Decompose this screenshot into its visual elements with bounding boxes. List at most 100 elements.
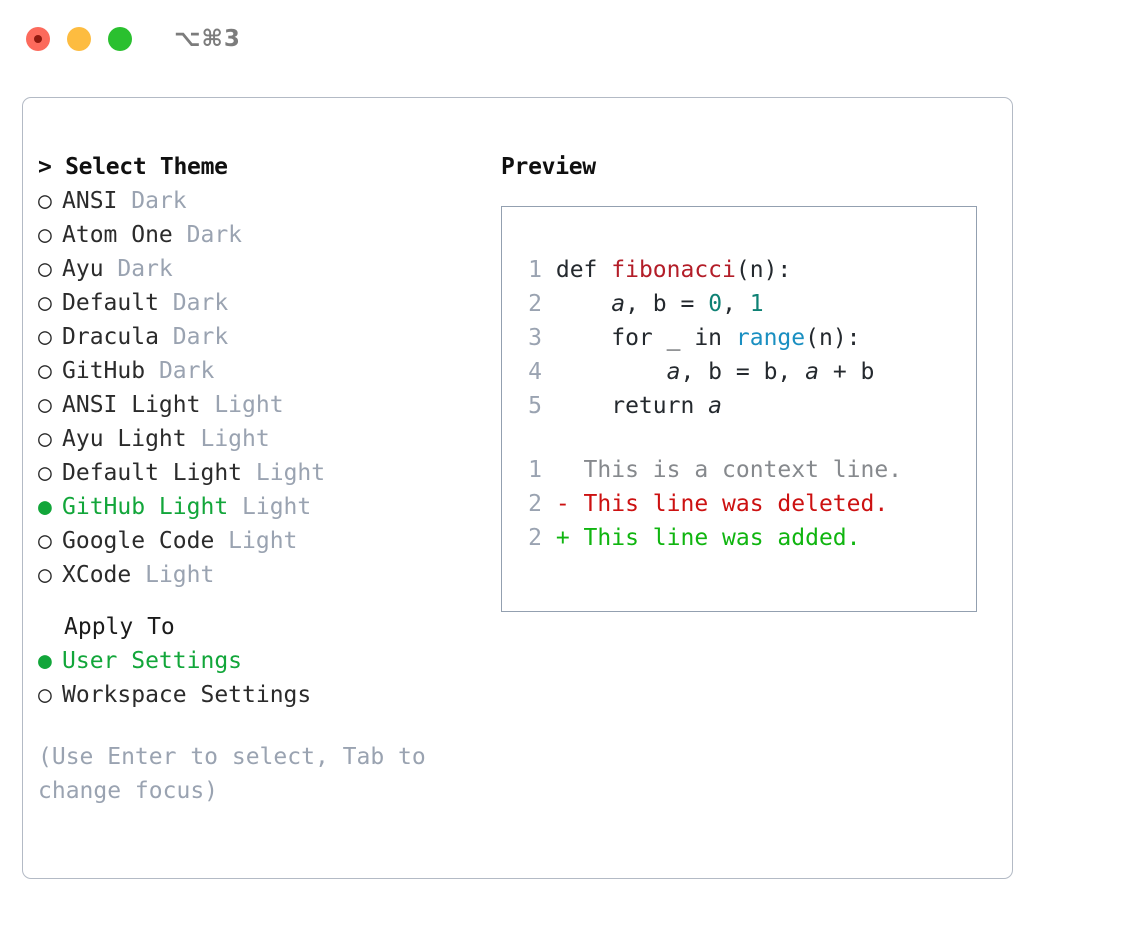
line-number: 1 [528, 457, 542, 483]
theme-variant-tag: Dark [172, 324, 229, 350]
apply-to-option-user-settings[interactable]: ● User Settings [38, 644, 498, 678]
theme-option-label: GitHub Light [62, 494, 243, 520]
theme-variant-tag: Light [255, 460, 326, 486]
theme-option-label: ANSI Light [62, 392, 215, 418]
radio-unselected-icon: ○ [38, 426, 52, 452]
line-number: 4 [528, 359, 542, 385]
radio-unselected-icon: ○ [38, 562, 52, 588]
theme-variant-tag: Light [228, 528, 298, 554]
keyboard-shortcut-label: ⌥⌘3 [174, 26, 241, 52]
radio-unselected-icon: ○ [38, 528, 52, 554]
diff-text: This is a context line. [583, 457, 903, 483]
theme-option-ansi[interactable]: ○ANSI Dark [38, 184, 498, 218]
theme-option-label: Default [62, 290, 173, 316]
main-panel: > Select Theme ○ANSI Dark○Atom One Dark○… [22, 97, 1013, 879]
theme-option-label: XCode [62, 562, 146, 588]
theme-option-github[interactable]: ○GitHub Dark [38, 354, 498, 388]
theme-variant-tag: Light [200, 426, 270, 452]
diff-line-deleted: 2 - This line was deleted. [520, 487, 902, 521]
theme-option-label: Dracula [62, 324, 173, 350]
code-line: 2 a, b = 0, 1 [520, 287, 902, 321]
theme-option-ansi-light[interactable]: ○ ANSI Light Light [38, 388, 498, 422]
code-token [542, 359, 667, 385]
code-token: return [542, 393, 709, 419]
radio-unselected-icon: ○ [38, 188, 52, 214]
keyboard-hint-text: (Use Enter to select, Tab to change focu… [38, 744, 426, 804]
theme-option-label: Atom One [62, 222, 187, 248]
theme-option-label: ANSI [62, 188, 132, 214]
theme-option-dracula[interactable]: ○ Dracula Dark [38, 320, 498, 354]
radio-unselected-icon: ○ [38, 682, 52, 708]
theme-option-atom-one[interactable]: ○ Atom One Dark [38, 218, 498, 252]
code-token: a [666, 359, 681, 385]
code-token: range [735, 325, 806, 351]
diff-text: This line was deleted. [583, 491, 889, 517]
code-token: def [542, 257, 612, 283]
diff-marker: + [542, 525, 584, 551]
code-token: , [722, 291, 750, 317]
apply-to-option-workspace-settings[interactable]: ○Workspace Settings [38, 678, 498, 712]
line-number: 3 [528, 325, 542, 351]
code-line: 5 return a [520, 389, 902, 423]
theme-option-google-code[interactable]: ○ Google Code Light [38, 524, 498, 558]
apply-to-heading: Apply To [64, 614, 175, 640]
theme-option-default[interactable]: ○Default Dark [38, 286, 498, 320]
diff-marker: - [542, 491, 584, 517]
code-token: a [708, 393, 723, 419]
theme-option-label: GitHub [62, 358, 159, 384]
theme-option-ayu[interactable]: ○Ayu Dark [38, 252, 498, 286]
title-bar: ⌥⌘3 [0, 0, 1140, 78]
line-number: 1 [528, 257, 542, 283]
diff-separator [520, 423, 902, 453]
radio-unselected-icon: ○ [38, 222, 52, 248]
code-token: (n): [805, 325, 861, 351]
theme-option-xcode[interactable]: ○ XCode Light [38, 558, 498, 592]
preview-heading: Preview [501, 154, 596, 180]
code-token [542, 291, 611, 317]
code-line: 1 def fibonacci(n): [520, 253, 902, 287]
theme-variant-tag: Dark [117, 256, 173, 282]
diff-marker [542, 457, 584, 483]
radio-selected-icon: ● [38, 494, 52, 520]
radio-selected-icon: ● [38, 648, 52, 674]
diff-line-context: 1 This is a context line. [520, 453, 902, 487]
theme-variant-tag: Dark [158, 358, 215, 384]
theme-variant-tag: Light [214, 392, 284, 418]
code-token: , b = [625, 291, 709, 317]
theme-variant-tag: Dark [172, 290, 229, 316]
window-controls [26, 27, 132, 51]
maximize-window-icon[interactable] [108, 27, 132, 51]
radio-unselected-icon: ○ [38, 324, 52, 350]
hint-spacer [38, 712, 498, 740]
theme-list: ○ANSI Dark○Atom One Dark○Ayu Dark○Defaul… [38, 184, 498, 592]
radio-unselected-icon: ○ [38, 392, 52, 418]
radio-unselected-icon: ○ [38, 256, 52, 282]
section-spacer [38, 592, 498, 610]
theme-option-ayu-light[interactable]: ○Ayu Light Light [38, 422, 498, 456]
theme-variant-tag: Light [242, 494, 312, 520]
close-window-icon[interactable] [26, 27, 50, 51]
apply-to-option-label: User Settings [62, 648, 243, 674]
code-line: 3 for _ in range(n): [520, 321, 902, 355]
code-token: fibonacci [611, 257, 736, 283]
diff-text: This line was added. [583, 525, 861, 551]
theme-option-github-light[interactable]: ● GitHub Light Light [38, 490, 498, 524]
theme-picker-column: > Select Theme ○ANSI Dark○Atom One Dark○… [38, 150, 498, 808]
code-token: 1 [749, 291, 764, 317]
theme-option-label: Google Code [62, 528, 229, 554]
theme-option-default-light[interactable]: ○Default Light Light [38, 456, 498, 490]
theme-variant-tag: Dark [186, 222, 243, 248]
apply-to-list: ● User Settings ○Workspace Settings [38, 644, 498, 712]
code-token: + b [818, 359, 875, 385]
line-number: 2 [528, 291, 542, 317]
code-line: 4 a, b = b, a + b [520, 355, 902, 389]
select-theme-prompt: > Select Theme [38, 154, 228, 180]
line-number: 2 [528, 525, 542, 551]
theme-variant-tag: Light [145, 562, 215, 588]
minimize-window-icon[interactable] [67, 27, 91, 51]
code-token: , b = b, [680, 359, 806, 385]
line-number: 2 [528, 491, 542, 517]
